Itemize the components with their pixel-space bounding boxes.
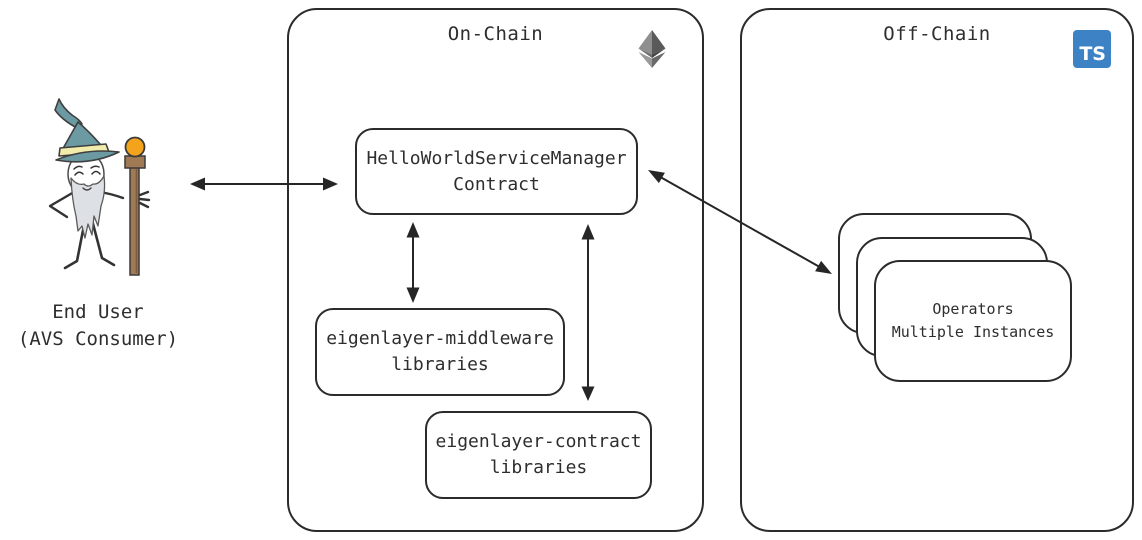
service-manager-box: HelloWorldServiceManager Contract — [355, 128, 638, 215]
on-chain-container: On-Chain — [287, 8, 704, 532]
staff-orb-icon — [124, 136, 146, 158]
end-user-label-line2: (AVS Consumer) — [17, 328, 179, 350]
operators-line1: Operators — [932, 300, 1014, 318]
service-manager-line2: Contract — [453, 173, 540, 195]
wizard-staff — [124, 136, 146, 276]
off-chain-container: Off-Chain TS — [740, 8, 1134, 532]
wizard-legs — [63, 218, 116, 270]
operators-line2: Multiple Instances — [891, 323, 1055, 341]
on-chain-title: On-Chain — [447, 23, 544, 45]
service-manager-line1: HelloWorldServiceManager — [366, 147, 627, 169]
wizard-eyes — [73, 165, 101, 176]
contract-line1: eigenlayer-contract — [435, 431, 642, 452]
typescript-badge-text: TS — [1079, 43, 1106, 65]
end-user-label-line1: End User — [52, 301, 144, 323]
middleware-line1: eigenlayer-middleware — [326, 328, 554, 349]
wizard-beard — [70, 175, 106, 239]
operators-box: Operators Multiple Instances — [874, 260, 1072, 382]
off-chain-title: Off-Chain — [883, 23, 991, 45]
end-user-label: End User (AVS Consumer) — [5, 299, 191, 353]
typescript-icon: TS — [1073, 30, 1111, 68]
wizard-hat — [54, 98, 120, 163]
wizard-end-user-illustration — [48, 98, 151, 276]
middleware-line2: libraries — [391, 354, 489, 375]
middleware-libraries-box: eigenlayer-middleware libraries — [315, 308, 565, 396]
ethereum-icon — [638, 30, 666, 68]
contract-libraries-box: eigenlayer-contract libraries — [425, 411, 652, 499]
wizard-mouth — [82, 187, 92, 191]
contract-line2: libraries — [489, 457, 588, 478]
